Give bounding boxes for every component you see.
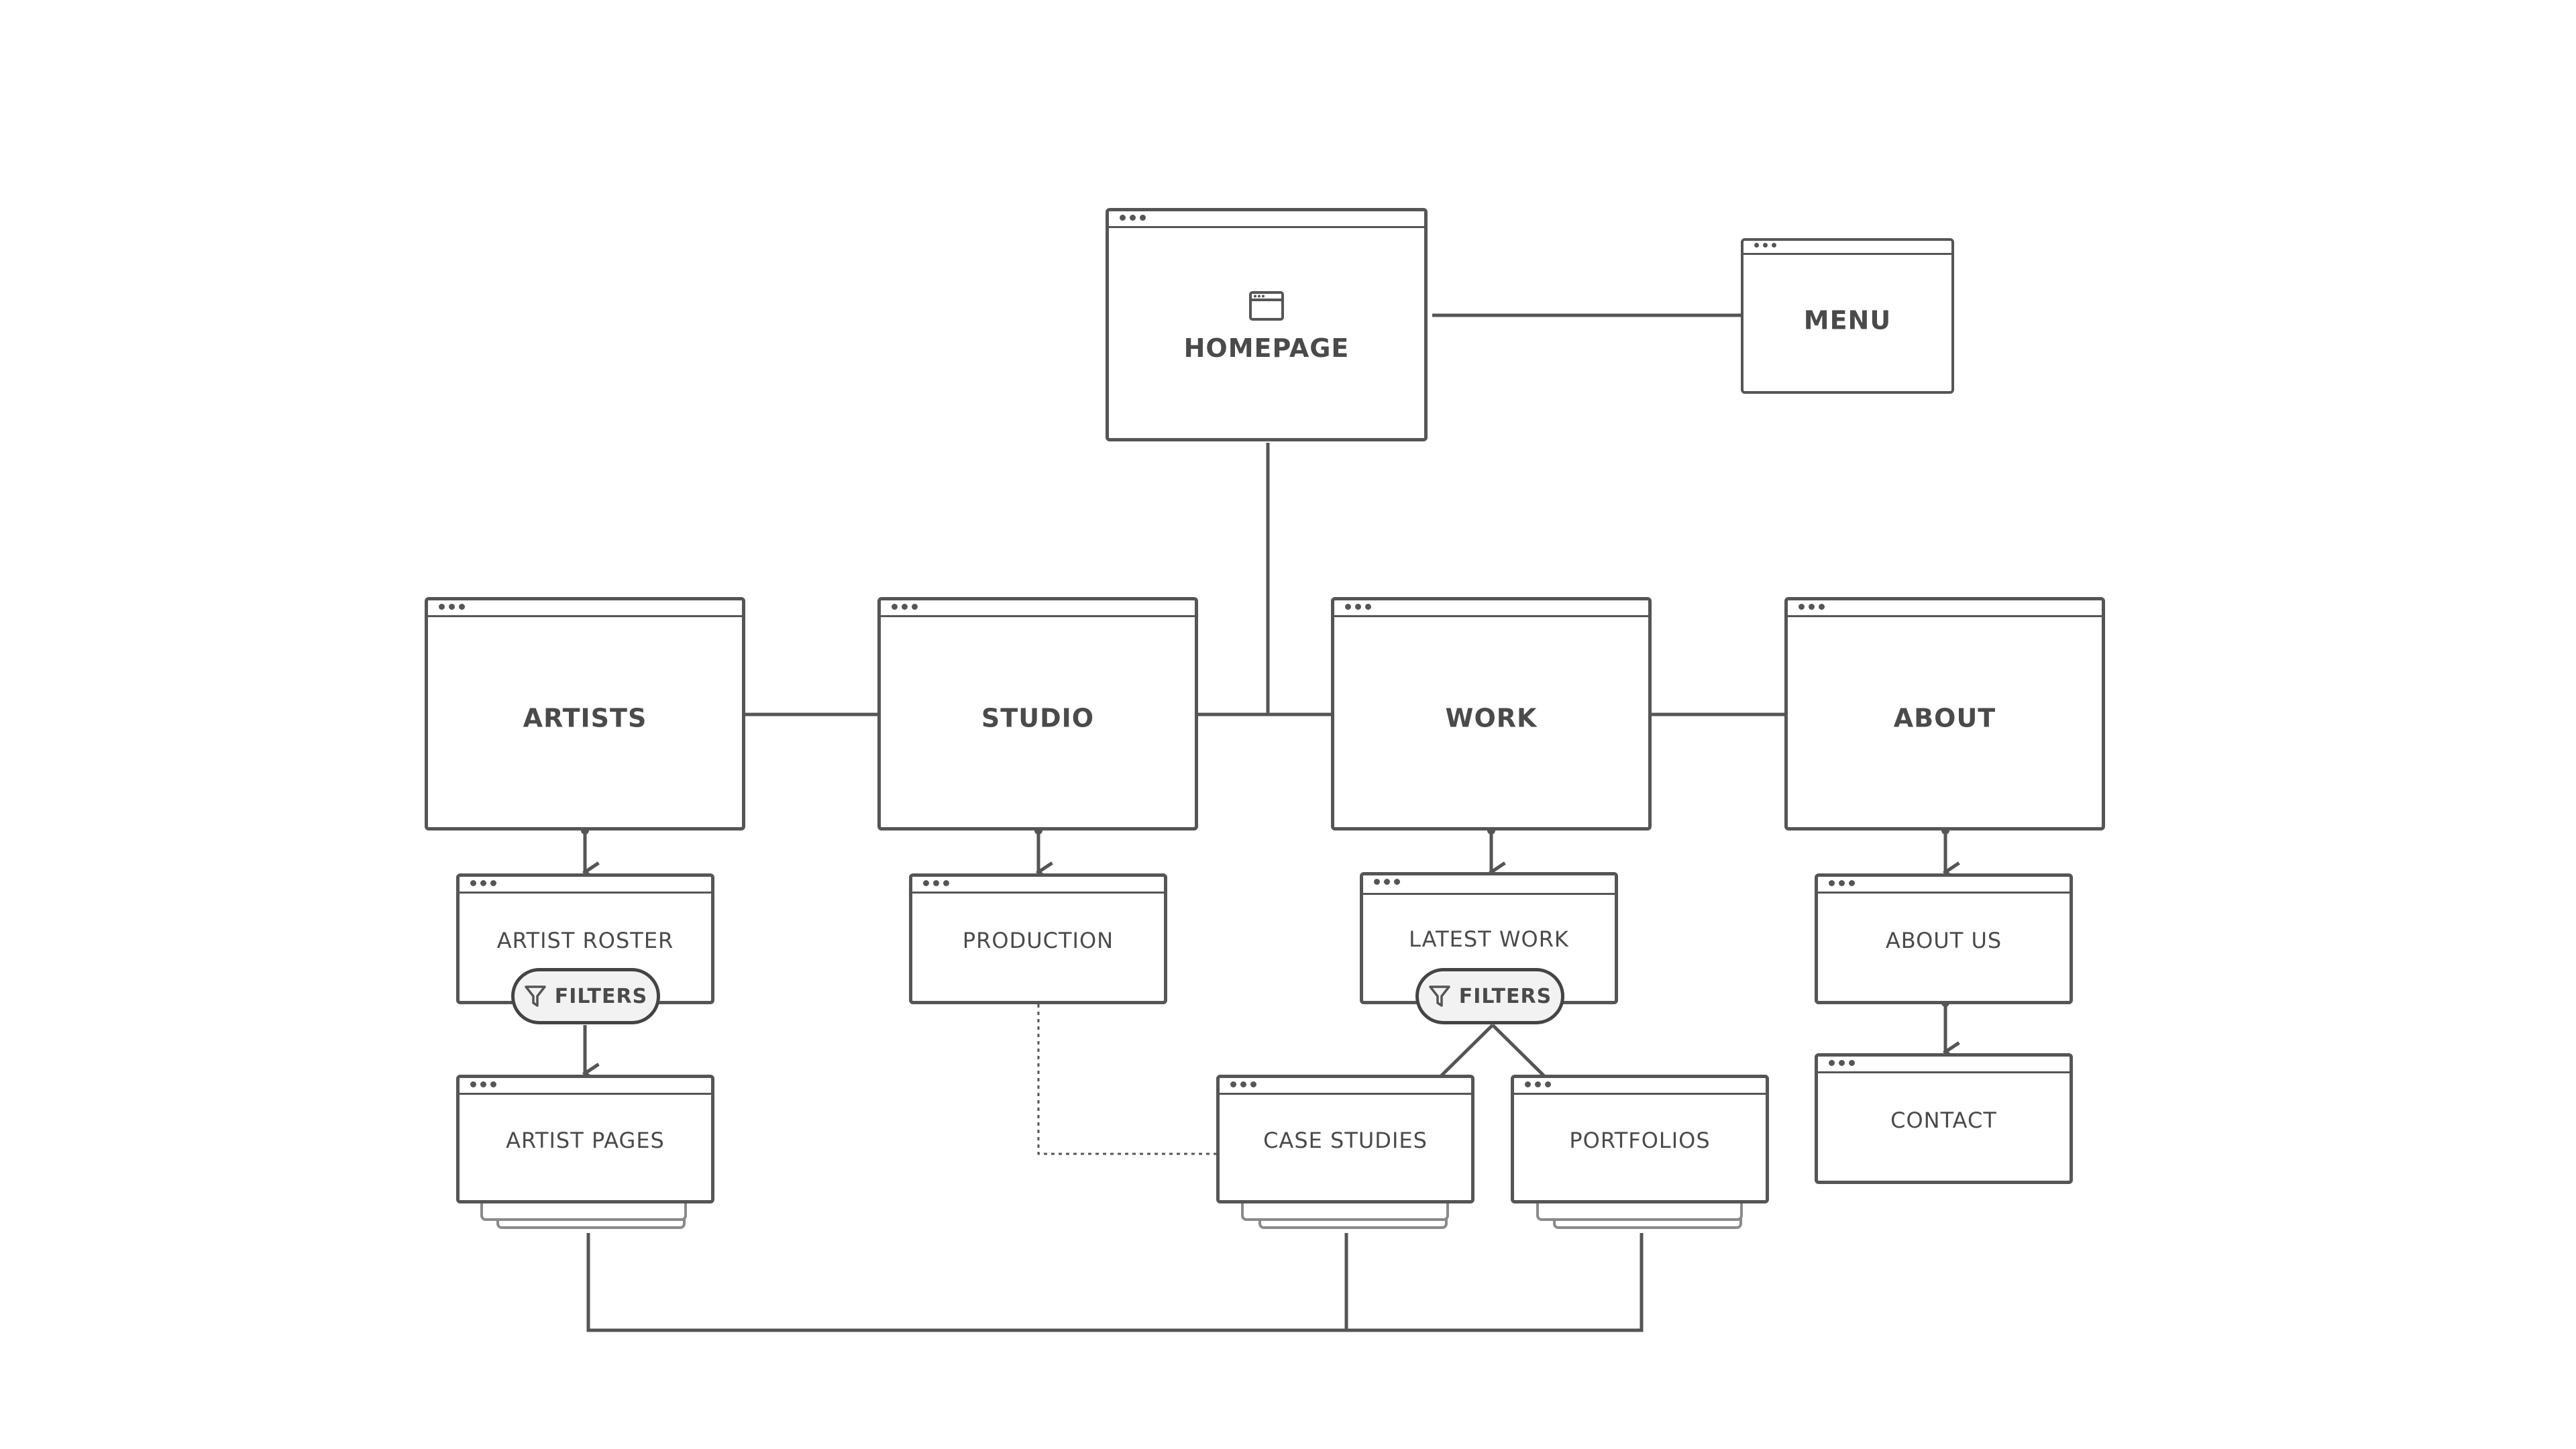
dots-icon	[1120, 215, 1146, 221]
page-about[interactable]: ABOUT	[1784, 597, 2105, 830]
dots-icon	[1374, 879, 1400, 885]
title-bar	[1363, 875, 1615, 895]
page-portfolios[interactable]: PORTFOLIOS	[1511, 1075, 1769, 1203]
title-bar	[1109, 211, 1424, 228]
filters-pill-roster[interactable]: FILTERS	[511, 968, 660, 1024]
page-stack-shadow	[1536, 1201, 1743, 1221]
page-case-studies[interactable]: CASE STUDIES	[1216, 1075, 1474, 1203]
dots-icon	[439, 604, 465, 610]
title-bar	[1743, 241, 1951, 255]
page-homepage[interactable]: HOMEPAGE	[1106, 208, 1428, 441]
dots-icon	[1829, 1060, 1855, 1067]
title-bar	[1818, 877, 2070, 894]
latest-work-label: LATEST WORK	[1409, 926, 1569, 952]
funnel-icon	[525, 985, 546, 1007]
title-bar	[428, 600, 742, 617]
filters-pill-latest-work[interactable]: FILTERS	[1415, 968, 1564, 1024]
filters-label: FILTERS	[1458, 984, 1552, 1008]
page-studio[interactable]: STUDIO	[877, 597, 1198, 830]
page-menu[interactable]: MENU	[1741, 238, 1954, 394]
browser-window-icon	[1249, 291, 1284, 321]
production-label: PRODUCTION	[962, 927, 1114, 953]
dots-icon	[1230, 1081, 1256, 1088]
page-artist-pages[interactable]: ARTIST PAGES	[456, 1075, 714, 1203]
title-bar	[881, 600, 1195, 617]
artist-roster-label: ARTIST ROSTER	[496, 927, 674, 953]
portfolios-label: PORTFOLIOS	[1569, 1127, 1711, 1153]
connector-filters-portfolios	[1491, 1024, 1546, 1078]
studio-label: STUDIO	[981, 703, 1095, 733]
title-bar	[1818, 1057, 2070, 1073]
funnel-icon	[1429, 985, 1450, 1007]
title-bar	[912, 877, 1164, 894]
dots-icon	[470, 1081, 496, 1088]
menu-label: MENU	[1803, 305, 1892, 335]
title-bar	[1334, 600, 1648, 617]
title-bar	[1788, 600, 2102, 617]
page-stack-shadow	[480, 1201, 687, 1221]
artists-label: ARTISTS	[523, 703, 647, 733]
connector-bottom-bracket	[586, 1233, 1644, 1332]
dots-icon	[470, 880, 496, 887]
artist-pages-label: ARTIST PAGES	[506, 1127, 665, 1153]
page-work[interactable]: WORK	[1331, 597, 1652, 830]
work-label: WORK	[1445, 703, 1538, 733]
title-bar	[1220, 1078, 1471, 1095]
page-artists[interactable]: ARTISTS	[425, 597, 745, 830]
title-bar	[460, 1078, 711, 1095]
title-bar	[460, 877, 711, 894]
dots-icon	[1799, 604, 1825, 610]
page-stack-shadow	[1241, 1201, 1449, 1221]
case-studies-label: CASE STUDIES	[1263, 1127, 1428, 1153]
dots-icon	[1829, 880, 1855, 887]
page-about-us[interactable]: ABOUT US	[1815, 873, 2073, 1004]
about-label: ABOUT	[1893, 703, 1996, 733]
filters-label: FILTERS	[554, 984, 648, 1008]
dots-icon	[923, 880, 949, 887]
page-artist-roster[interactable]: ARTIST ROSTER	[456, 873, 714, 1004]
dots-icon	[892, 604, 918, 610]
connector-production-case-studies	[1037, 1004, 1220, 1155]
contact-label: CONTACT	[1890, 1107, 1997, 1133]
page-contact[interactable]: CONTACT	[1815, 1053, 2073, 1184]
dots-icon	[1754, 243, 1776, 250]
title-bar	[1514, 1078, 1766, 1095]
homepage-label: HOMEPAGE	[1183, 333, 1350, 364]
dots-icon	[1525, 1081, 1551, 1088]
page-production[interactable]: PRODUCTION	[909, 873, 1167, 1004]
about-us-label: ABOUT US	[1885, 927, 2002, 953]
dots-icon	[1345, 604, 1371, 610]
connector-filters-case-studies	[1439, 1024, 1494, 1078]
